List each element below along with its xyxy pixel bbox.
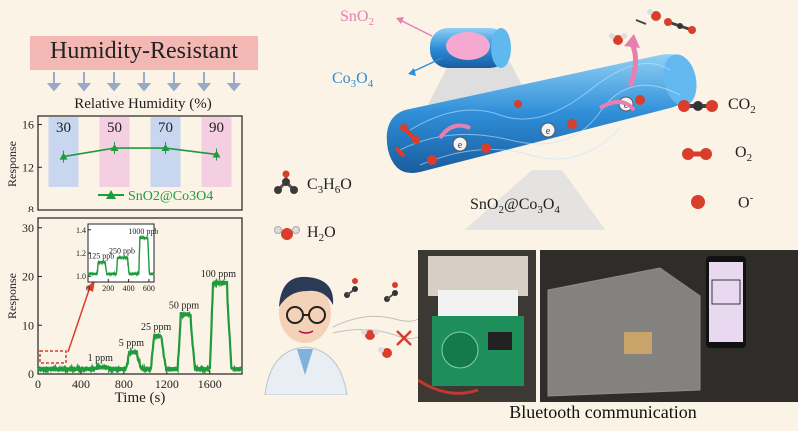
zoom-arrow	[67, 286, 91, 353]
y-tick-label: 8	[28, 203, 34, 212]
c3h6o-label: C3H6O	[307, 176, 352, 197]
sensor-board-photo	[417, 250, 536, 402]
humidity-chart: Relative Humidity (%) 30 50 70 90 8 12 16 Res…	[5, 96, 243, 212]
down-arrow-icon	[226, 72, 242, 92]
nanotube-diagram: e e e	[386, 9, 697, 230]
x-tick-label: 800	[115, 377, 133, 391]
bluetooth-caption: Bluetooth communication	[509, 402, 697, 422]
inset-concentration-label: 125 ppb	[88, 251, 114, 260]
time-chart-ylabel: Response	[5, 273, 19, 319]
inset-frame	[87, 223, 155, 283]
humidity-category-label: 90	[209, 120, 224, 136]
humidity-chart-title: Relative Humidity (%)	[74, 96, 211, 112]
concentration-label: 5 ppm	[119, 338, 145, 349]
humidity-chart-ylabel: Response	[5, 141, 19, 187]
time-chart-frame	[37, 217, 243, 375]
h2o-label: H2O	[307, 224, 336, 245]
concentration-label: 1 ppm	[88, 353, 114, 364]
humidity-data-point	[161, 144, 170, 152]
inset-y-tick-label: 1.4	[76, 226, 86, 235]
y-tick-label: 30	[22, 221, 34, 235]
concentration-label: 100 ppm	[201, 269, 237, 280]
humidity-chart-legend: SnO2@Co3O4	[98, 189, 213, 204]
oxygen-ion-icon	[691, 195, 705, 209]
down-arrow-icon	[76, 72, 92, 92]
humidity-resistant-banner: Humidity-Resistant	[30, 36, 258, 70]
time-response-chart: 0 400 800 1200 1600 0 10 20 30 1 ppm 5 ppm 25 ppm…	[5, 217, 244, 406]
humidity-chart-frame	[37, 115, 243, 211]
zoomed-shell-icon	[430, 28, 511, 68]
scientist-illustration	[264, 276, 424, 395]
concentration-label: 50 ppm	[169, 301, 200, 312]
humidity-data-point	[59, 152, 68, 160]
inset-x-tick-label: 400	[123, 284, 135, 293]
zoom-arrow-head-icon	[86, 280, 95, 292]
concentration-label: 25 ppm	[141, 322, 172, 333]
humidity-data-point	[212, 150, 221, 158]
co3o4-label: Co3O4	[332, 70, 374, 91]
y-tick-label: 16	[22, 118, 34, 132]
x-tick-label: 1600	[198, 377, 222, 391]
time-chart-xlabel: Time (s)	[115, 390, 166, 406]
humidity-category-label: 70	[158, 120, 173, 136]
y-tick-label: 10	[22, 318, 34, 332]
inset-y-tick-label: 1.2	[76, 249, 86, 258]
legend-co2: CO2	[728, 96, 756, 117]
humidity-series-line	[63, 147, 217, 158]
y-tick-label: 12	[22, 160, 34, 174]
x-tick-label: 400	[72, 377, 90, 391]
legend-o2: O2	[735, 144, 753, 165]
response-trace	[37, 278, 244, 376]
inset-concentration-label: 1000 ppb	[128, 227, 158, 236]
inset-y-tick-label: 1.0	[76, 272, 86, 281]
zoom-box	[39, 350, 67, 364]
humidity-category-label: 30	[56, 120, 71, 136]
inset-response-trace	[87, 234, 155, 278]
inset-x-tick-label: 0	[86, 284, 90, 293]
co2-molecule-icon	[678, 100, 718, 112]
humidity-data-point	[110, 144, 119, 152]
inset-x-tick-label: 200	[102, 284, 114, 293]
o2-molecule-icon	[682, 148, 712, 160]
legend-ominus: O-	[738, 192, 754, 212]
sno2-co3o4-tube-icon	[386, 54, 697, 174]
species-legend-icons	[678, 100, 718, 209]
electron-label: e	[458, 140, 463, 151]
chamber-and-phone-photo	[540, 250, 798, 402]
sno2-label: SnO2	[340, 8, 374, 29]
down-arrow-icon	[46, 72, 62, 92]
humidity-category-label: 50	[107, 120, 122, 136]
y-tick-label: 0	[28, 367, 34, 381]
water-molecule-icon	[274, 226, 300, 240]
composite-label: SnO2@Co3O4	[470, 196, 560, 217]
down-arrow-icon	[136, 72, 152, 92]
x-tick-label: 1200	[155, 377, 179, 391]
x-tick-label: 0	[35, 377, 41, 391]
legend-sno2-co3o4: SnO2@Co3O4	[128, 189, 213, 204]
banner-title: Humidity-Resistant	[50, 38, 238, 64]
down-arrow-icon	[166, 72, 182, 92]
down-arrow-icon	[106, 72, 122, 92]
block-cross-icon	[396, 330, 412, 346]
banner-arrows	[46, 72, 242, 92]
electron-label: e	[546, 126, 551, 137]
y-tick-label: 20	[22, 270, 34, 284]
inset-x-tick-label: 600	[143, 284, 155, 293]
down-arrow-icon	[196, 72, 212, 92]
inset-concentration-label: 250 ppb	[109, 247, 135, 256]
acetone-molecule-icon	[274, 170, 298, 194]
